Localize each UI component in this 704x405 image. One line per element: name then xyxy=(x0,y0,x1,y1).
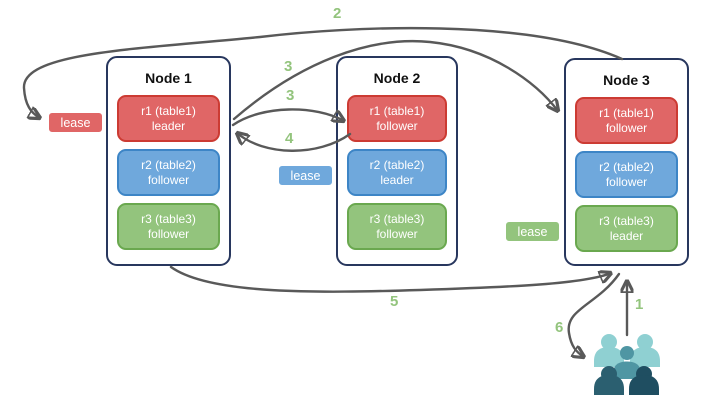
step-label-1: 1 xyxy=(635,296,644,313)
user-top-left xyxy=(594,334,624,367)
user-bottom-left xyxy=(594,366,624,395)
replica-role: follower xyxy=(147,226,190,241)
node-3-box: Node 3 r1 (table1) follower r2 (table2) … xyxy=(564,58,689,266)
replica-name: r3 (table3) xyxy=(141,211,196,226)
node2-r1-follower: r1 (table1) follower xyxy=(347,95,447,142)
step-label-3a: 3 xyxy=(284,58,293,75)
lease-badge-r1: lease xyxy=(47,111,104,134)
node-2-title: Node 2 xyxy=(373,70,421,86)
node-2-replicas: r1 (table1) follower r2 (table2) leader … xyxy=(338,95,456,250)
node2-r3-follower: r3 (table3) follower xyxy=(347,203,447,250)
arrow-5-node1-to-node3 xyxy=(169,265,611,293)
replica-name: r2 (table2) xyxy=(369,157,425,172)
replica-name: r1 (table1) xyxy=(599,105,654,120)
lease-badge-r3: lease xyxy=(504,220,561,243)
step-label-6: 6 xyxy=(555,319,564,336)
node-1-title: Node 1 xyxy=(145,70,192,86)
replica-name: r3 (table3) xyxy=(369,211,425,226)
user-middle xyxy=(613,346,641,379)
step-label-5: 5 xyxy=(390,293,399,310)
node-3-replicas: r1 (table1) follower r2 (table2) followe… xyxy=(566,97,687,252)
node1-r1-leader: r1 (table1) leader xyxy=(117,95,220,142)
replica-role: follower xyxy=(147,172,190,187)
node-3-title: Node 3 xyxy=(603,72,650,88)
node-2-box: Node 2 r1 (table1) follower r2 (table2) … xyxy=(336,56,458,266)
step-label-3b: 3 xyxy=(286,87,295,104)
node3-r2-follower: r2 (table2) follower xyxy=(575,151,678,198)
replica-name: r1 (table1) xyxy=(141,103,196,118)
node3-r1-follower: r1 (table1) follower xyxy=(575,97,678,144)
replica-role: follower xyxy=(376,118,418,133)
node-1-box: Node 1 r1 (table1) leader r2 (table2) fo… xyxy=(106,56,231,266)
replica-name: r2 (table2) xyxy=(599,159,654,174)
node1-r3-follower: r3 (table3) follower xyxy=(117,203,220,250)
replica-role: leader xyxy=(380,172,414,187)
replica-role: leader xyxy=(609,228,644,243)
users-group-icon xyxy=(594,334,660,395)
replica-role: follower xyxy=(605,120,648,135)
replica-name: r3 (table3) xyxy=(599,213,654,228)
replica-role: follower xyxy=(605,174,648,189)
user-top-right xyxy=(630,334,660,367)
node-1-replicas: r1 (table1) leader r2 (table2) follower … xyxy=(108,95,229,250)
replica-name: r2 (table2) xyxy=(141,157,196,172)
replica-name: r1 (table1) xyxy=(369,103,425,118)
node1-r2-follower: r2 (table2) follower xyxy=(117,149,220,196)
replica-role: leader xyxy=(151,118,186,133)
node3-r3-leader: r3 (table3) leader xyxy=(575,205,678,252)
step-label-2: 2 xyxy=(333,5,342,22)
replica-role: follower xyxy=(376,226,418,241)
arrow-4-node2-to-node1-leader xyxy=(237,133,352,152)
lease-badge-r2: lease xyxy=(277,164,334,187)
step-label-4: 4 xyxy=(285,130,294,147)
node2-r2-leader: r2 (table2) leader xyxy=(347,149,447,196)
user-bottom-right xyxy=(629,366,659,395)
arrow-3-leader-to-node2-follower xyxy=(231,108,344,127)
